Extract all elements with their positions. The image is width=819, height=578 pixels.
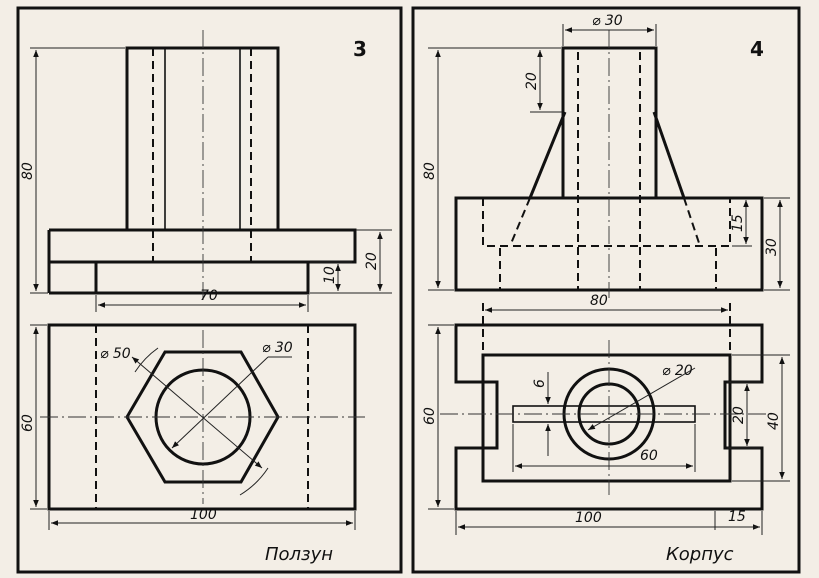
front-dimensions-3: 80 20 10 70 bbox=[20, 47, 392, 312]
drawing-number-4: 4 bbox=[750, 37, 764, 61]
front-dimensions-4: ⌀ 30 20 80 15 30 bbox=[422, 13, 790, 291]
panel-4-frame bbox=[411, 6, 801, 574]
dim-60-depth-3: 60 bbox=[20, 414, 36, 432]
dim-15-rib-4: 15 bbox=[730, 214, 746, 232]
panel-3-frame bbox=[16, 6, 403, 574]
dim-100-width-3: 100 bbox=[190, 507, 217, 523]
dim-d30-4: ⌀ 30 bbox=[592, 13, 623, 29]
drawing-panel-4: 4 ⌀ 30 20 80 bbox=[411, 6, 801, 574]
front-view-3 bbox=[47, 30, 357, 300]
dim-6-slot-4: 6 bbox=[532, 379, 548, 388]
dim-20-notch-4: 20 bbox=[731, 406, 747, 424]
top-view-3: ⌀ 50 ⌀ 30 bbox=[40, 323, 365, 511]
dim-d30-3: ⌀ 30 bbox=[262, 340, 293, 356]
top-dimensions-3: 60 100 bbox=[20, 324, 356, 530]
dim-d50-3: ⌀ 50 bbox=[100, 346, 131, 362]
dim-40-inner-4: 40 bbox=[766, 412, 782, 430]
dim-10-step-3: 10 bbox=[322, 266, 338, 284]
dim-15-edge-4: 15 bbox=[728, 509, 746, 525]
dim-20-base-3: 20 bbox=[364, 252, 380, 270]
dim-60-depth-4: 60 bbox=[422, 407, 438, 425]
drawing-number-3: 3 bbox=[353, 37, 367, 61]
drawing-panel-3: 3 80 20 10 bbox=[16, 6, 403, 574]
dim-30-base-4: 30 bbox=[764, 238, 780, 256]
dim-20-top-4: 20 bbox=[524, 72, 540, 90]
drawing-title-4: Корпус bbox=[666, 544, 734, 565]
dim-80-width-4: 80 bbox=[590, 293, 608, 309]
dim-80-height-4: 80 bbox=[422, 162, 438, 180]
dim-70-width-3: 70 bbox=[200, 288, 218, 304]
dim-60-slot-4: 60 bbox=[640, 448, 658, 464]
dim-d20-4: ⌀ 20 bbox=[662, 363, 693, 379]
drawing-title-3: Ползун bbox=[265, 544, 333, 565]
dim-100-width-4: 100 bbox=[575, 510, 602, 526]
top-dimensions-4: 80 6 ⌀ 20 60 60 20 40 100 bbox=[422, 293, 790, 535]
dim-80-height-3: 80 bbox=[20, 162, 36, 180]
top-view-4 bbox=[440, 303, 775, 511]
front-view-4 bbox=[454, 30, 764, 298]
